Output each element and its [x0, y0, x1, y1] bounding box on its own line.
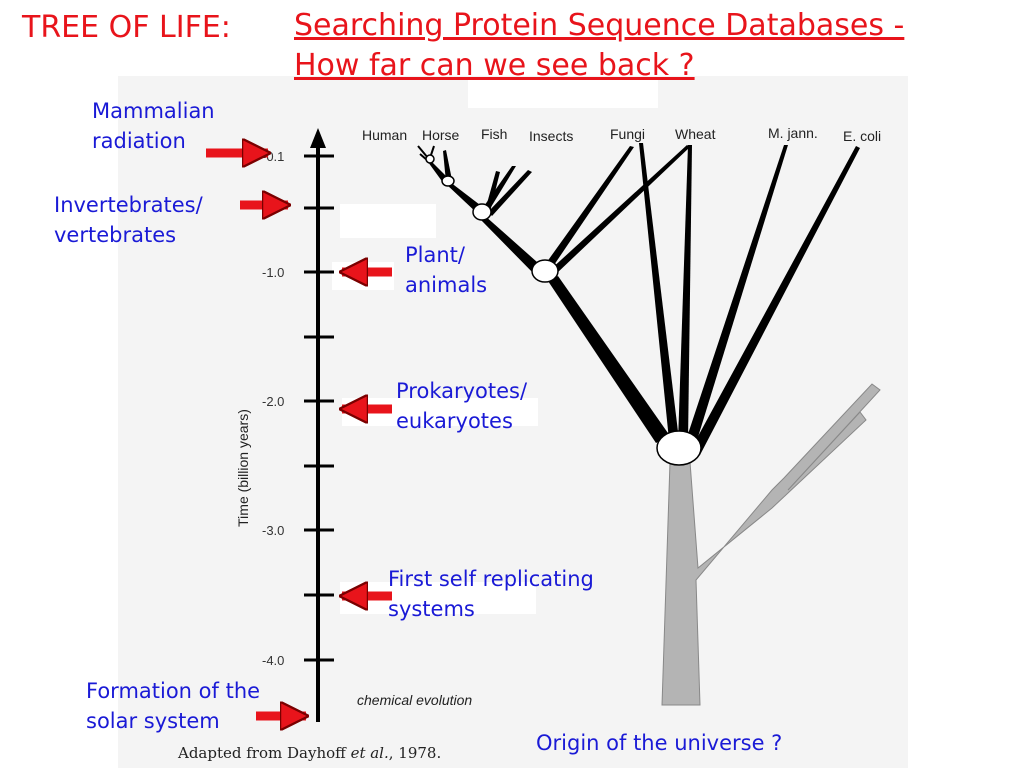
slide-title: Searching Protein Sequence Databases - H…	[294, 6, 904, 86]
annotation-plant-animals: Plant/ animals	[405, 240, 487, 300]
node-mammal	[441, 175, 455, 187]
taxon-human: Human	[362, 127, 407, 143]
tick-label-minus-2-0: -2.0	[262, 394, 284, 409]
node-prokaryote-eukaryote	[656, 430, 702, 466]
taxon-horse: Horse	[422, 127, 460, 143]
time-axis-title: Time (billion years)	[235, 409, 251, 527]
annotation-line: Prokaryotes/	[396, 379, 528, 403]
taxon-wheat: Wheat	[675, 126, 716, 142]
tick-label-minus-3-0: -3.0	[262, 523, 284, 538]
node-human-horse	[425, 154, 435, 164]
tree-trunk	[661, 383, 881, 706]
tree-branches	[417, 143, 860, 455]
annotation-prokaryotes-eukaryotes: Prokaryotes/ eukaryotes	[396, 376, 527, 436]
annotation-first-self-replicating: First self replicating systems	[388, 564, 594, 624]
credit-suffix: , 1978.	[388, 744, 442, 762]
annotation-origin-universe: Origin of the universe ?	[536, 731, 783, 755]
time-axis-ticks	[304, 154, 334, 662]
taxon-insects: Insects	[529, 128, 573, 144]
annotation-line: animals	[405, 273, 488, 297]
source-credit: Adapted from Dayhoff et al., 1978.	[178, 744, 441, 762]
annotation-line: Invertebrates/	[54, 193, 203, 217]
annotation-line: First self replicating	[388, 567, 594, 591]
node-plant-animal	[531, 259, 559, 283]
annotation-line: Formation of the	[86, 679, 261, 703]
annotation-line: vertebrates	[54, 223, 177, 247]
annotation-mammalian-radiation: Mammalian radiation	[92, 96, 215, 156]
time-axis-arrowhead	[310, 128, 326, 148]
annotation-line: Mammalian	[92, 99, 215, 123]
tick-label-minus-4-0: -4.0	[262, 653, 284, 668]
credit-prefix: Adapted from Dayhoff	[178, 744, 351, 762]
white-patch	[468, 78, 658, 108]
annotation-invertebrates-vertebrates: Invertebrates/ vertebrates	[54, 190, 203, 250]
node-invertebrate-vertebrate	[472, 203, 492, 221]
taxon-fish: Fish	[481, 126, 507, 142]
annotation-line: eukaryotes	[396, 409, 513, 433]
chemical-evolution-label: chemical evolution	[357, 692, 472, 708]
annotation-line: Plant/	[405, 243, 465, 267]
annotation-line: radiation	[92, 129, 186, 153]
taxon-e-coli: E. coli	[843, 128, 881, 144]
annotation-line: solar system	[86, 709, 220, 733]
red-arrows	[206, 153, 392, 716]
tree-of-life-heading: TREE OF LIFE:	[22, 10, 231, 45]
annotation-line: systems	[388, 597, 475, 621]
credit-et-al: et al.	[350, 744, 389, 762]
taxon-fungi: Fungi	[610, 126, 645, 142]
slide-title-line-1: Searching Protein Sequence Databases -	[294, 8, 905, 43]
slide-title-line-2: How far can we see back ?	[294, 48, 695, 83]
tick-label-minus-1-0: -1.0	[262, 265, 284, 280]
annotation-solar-system: Formation of the solar system	[86, 676, 260, 736]
taxon-m-jann: M. jann.	[768, 125, 818, 141]
white-patch	[340, 204, 436, 238]
